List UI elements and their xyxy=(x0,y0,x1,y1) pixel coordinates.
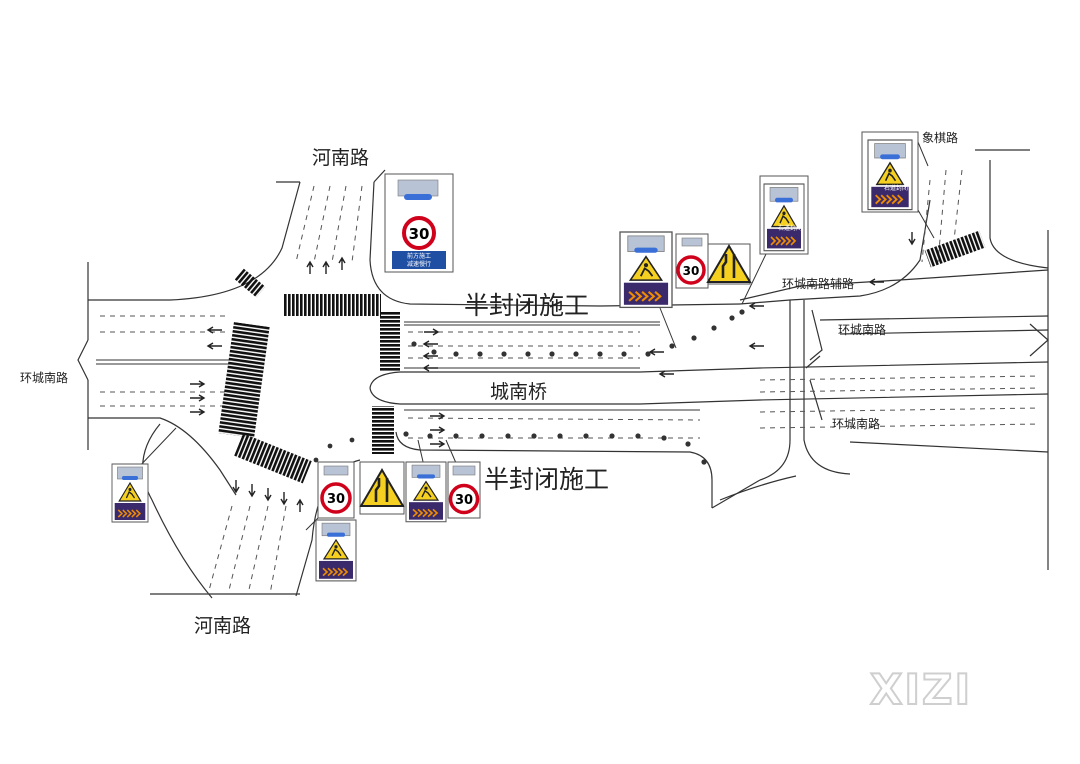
speed-limit-value: 30 xyxy=(327,492,345,507)
label-chengnan-bridge: 城南桥 xyxy=(490,381,547,403)
sign-closed-top-2: 右道封闭 xyxy=(759,175,809,255)
sign-henan-north: 30 前方施工 减速慢行 xyxy=(384,173,454,273)
label-huancheng-south-left: 环城南路 xyxy=(20,370,68,385)
road-edges xyxy=(77,149,1049,599)
work-ahead-line1: 前方施工 xyxy=(407,252,431,260)
work-ahead-line2: 减速慢行 xyxy=(407,260,431,268)
barrier-dots xyxy=(313,309,745,465)
right-lane-closed-text: 右道封闭 xyxy=(778,224,802,232)
sign-closed-top-1 xyxy=(618,230,674,309)
speed-limit-value: 30 xyxy=(455,493,473,508)
label-xiangqi-road: 象棋路 xyxy=(922,130,958,145)
watermark-logo: XIZI xyxy=(870,665,972,714)
sign-closed-left xyxy=(111,463,149,523)
sign-closed-bottom-1 xyxy=(315,519,357,582)
crosswalks xyxy=(218,230,986,484)
label-huancheng-aux-road: 环城南路辅路 xyxy=(782,276,854,291)
speed-limit-value: 30 xyxy=(409,225,430,243)
lane-markings xyxy=(100,169,1041,595)
median-lines xyxy=(96,321,700,411)
sign-limit-bottom-2: 30 xyxy=(447,461,481,519)
narrow-road-sign-bottom xyxy=(359,461,405,515)
label-huancheng-south-low: 环城南路 xyxy=(832,416,880,431)
label-half-closed-bottom: 半封闭施工 xyxy=(484,465,609,494)
narrow-road-sign-top xyxy=(706,243,752,285)
label-half-closed-top: 半封闭施工 xyxy=(464,291,589,320)
right-lane-closed-text: 右道封闭 xyxy=(884,184,908,192)
sign-limit-top: 30 xyxy=(675,233,709,289)
label-henan-road-top: 河南路 xyxy=(312,147,369,169)
sign-closed-xiangqi: 右道封闭 xyxy=(861,131,919,213)
sign-limit-bottom-1: 30 xyxy=(317,461,355,519)
sign-closed-bottom-2 xyxy=(405,461,447,523)
label-henan-road-bottom: 河南路 xyxy=(194,615,251,637)
road-labels: 河南路 河南路 环城南路 环城南路 环城南路 环城南路辅路 象棋路 城南桥 半封… xyxy=(20,130,958,637)
label-huancheng-south-mid: 环城南路 xyxy=(838,322,886,337)
speed-limit-value: 30 xyxy=(683,264,700,278)
